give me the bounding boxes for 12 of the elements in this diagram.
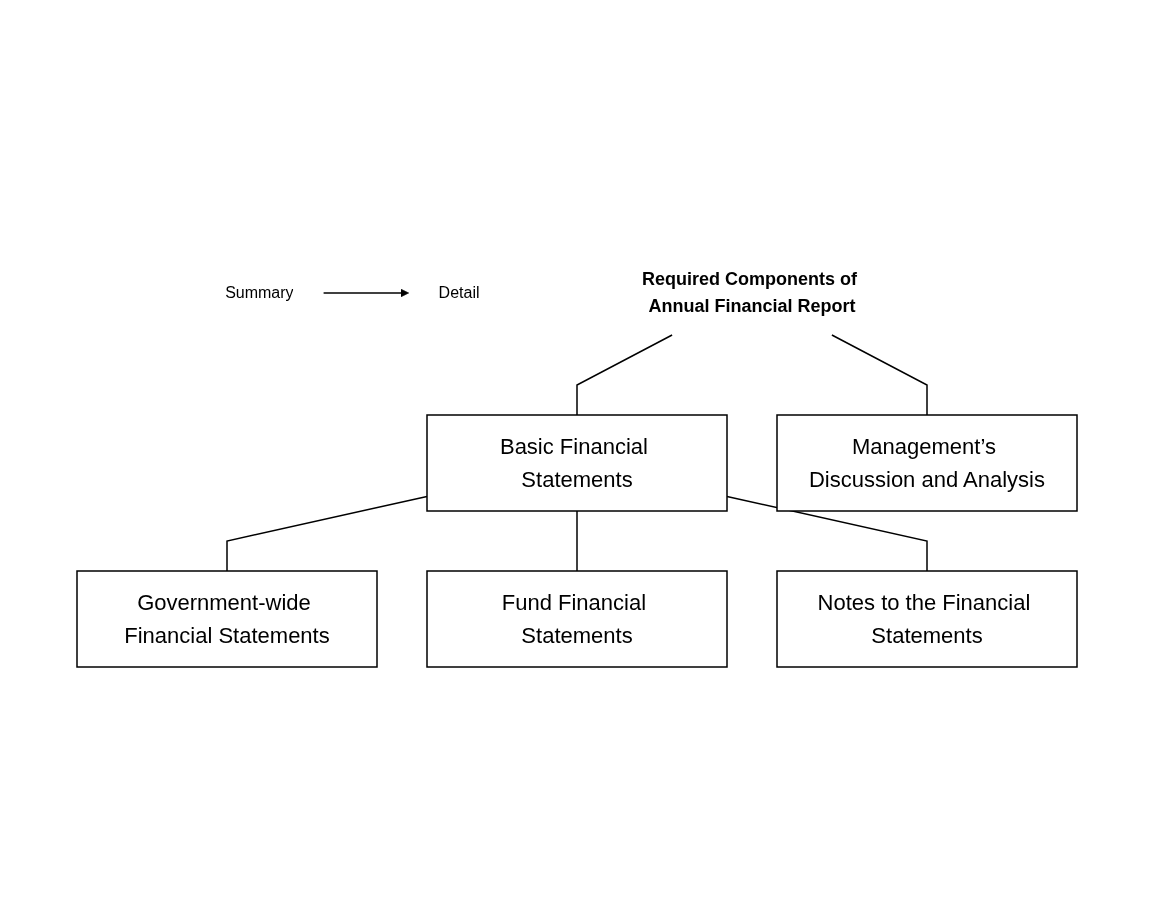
node-text: Summary xyxy=(224,283,294,301)
node-box: Government-wide Financial Statements xyxy=(75,569,378,668)
connector xyxy=(830,333,928,416)
connector xyxy=(575,509,578,572)
node-box: Management’s Discussion and Analysis xyxy=(775,413,1078,512)
node-text: Detail xyxy=(438,283,479,301)
node-box: Notes to the Financial Statements xyxy=(775,569,1078,668)
connector xyxy=(575,333,673,416)
node-box: Basic Financial Statements xyxy=(425,413,728,512)
node-text: Required Components of Annual Financial Report xyxy=(641,268,857,316)
arrow xyxy=(322,288,409,297)
node-box: Fund Financial Statements xyxy=(425,569,728,668)
